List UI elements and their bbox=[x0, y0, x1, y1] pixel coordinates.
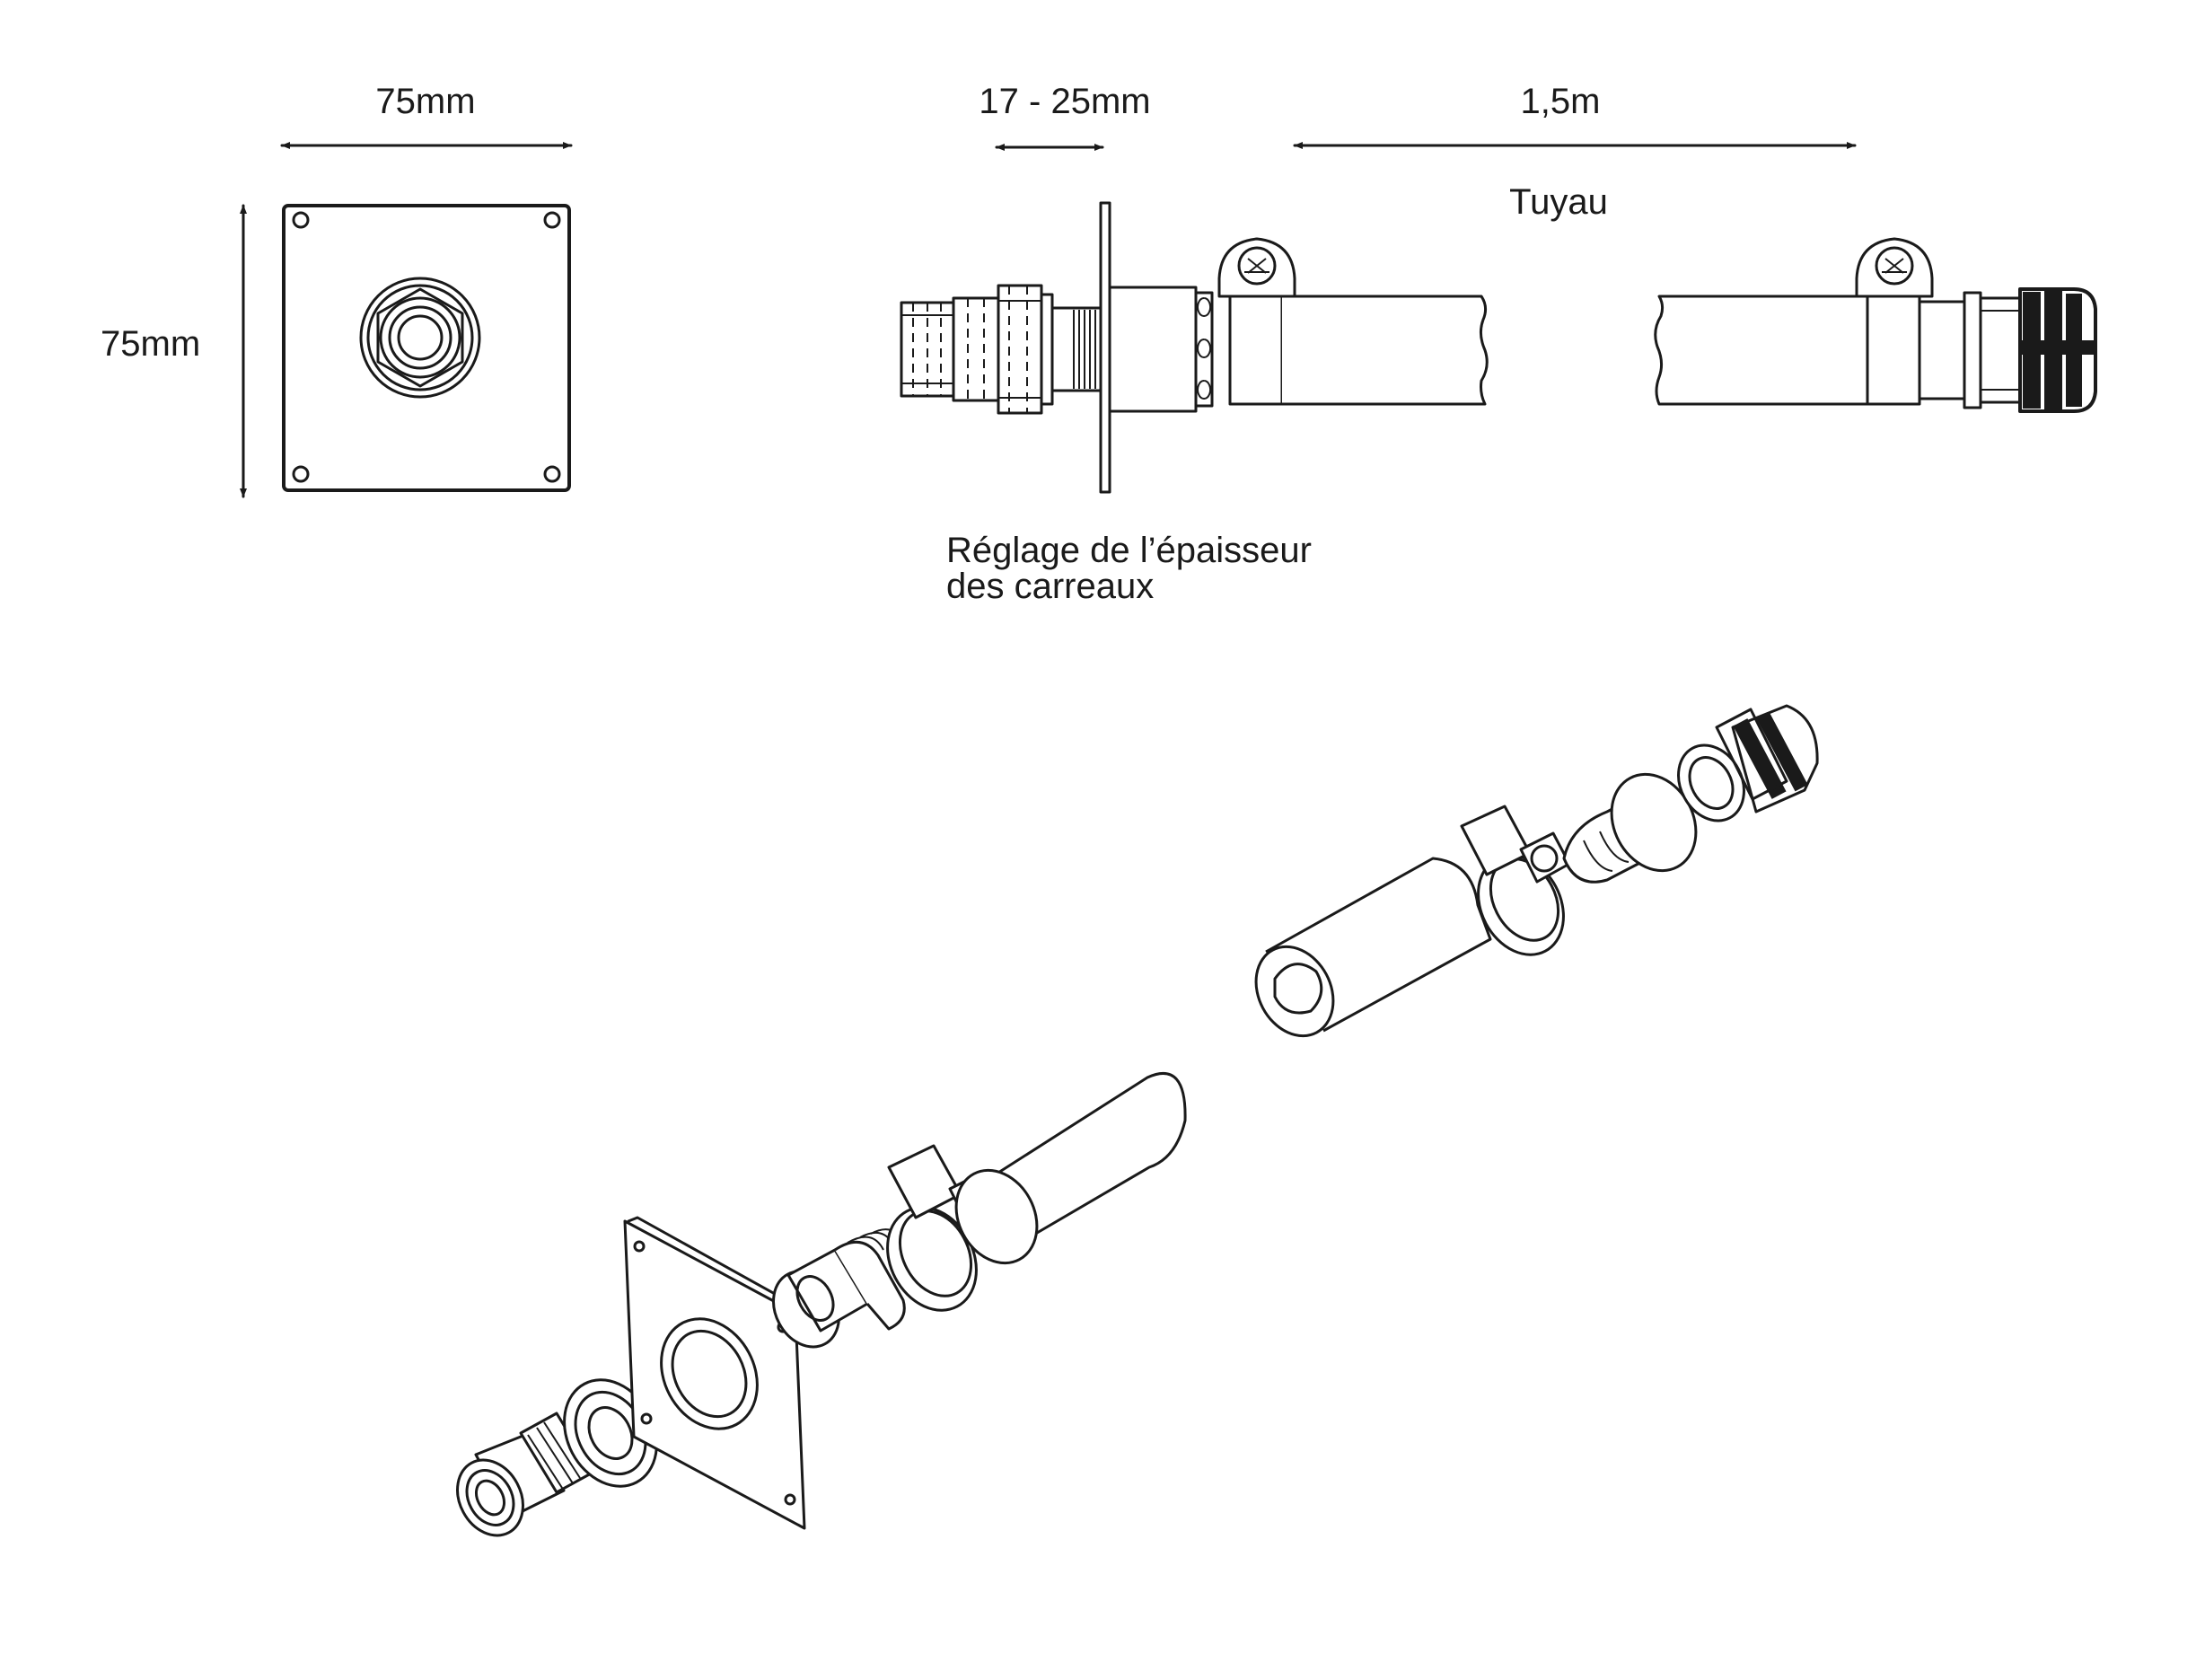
exploded-ribbed-body bbox=[772, 1228, 906, 1349]
adjust-range-dimension: 17 - 25mm bbox=[979, 82, 1151, 151]
exploded-hose-1 bbox=[954, 1072, 1187, 1265]
plate-width-dimension: 75mm bbox=[280, 82, 573, 149]
plate-height-label: 75mm bbox=[101, 324, 200, 364]
pipe-length-dimension: 1,5m Tuyau bbox=[1293, 82, 1857, 222]
exploded-cable-gland bbox=[456, 1412, 594, 1537]
exploded-end-gland bbox=[1677, 704, 1819, 822]
adjust-caption-line1: Réglage de l’épaisseur bbox=[946, 531, 1312, 570]
plate-height-dimension: 75mm bbox=[101, 204, 247, 498]
pipe-length-label: 1,5m bbox=[1521, 82, 1601, 121]
exploded-tile-plate bbox=[623, 1216, 806, 1530]
adjust-caption-line2: des carreaux bbox=[946, 567, 1154, 606]
exploded-hose-2 bbox=[1254, 857, 1492, 1038]
adjust-caption: Réglage de l’épaisseur des carreaux bbox=[946, 531, 1312, 606]
front-view-plate bbox=[282, 204, 571, 492]
side-view-assembly bbox=[900, 201, 2097, 494]
pipe-name-label: Tuyau bbox=[1509, 182, 1608, 222]
exploded-ribbed-body-2 bbox=[1562, 772, 1698, 884]
exploded-view bbox=[456, 704, 1819, 1537]
plate-width-label: 75mm bbox=[375, 82, 475, 121]
adjust-range-label: 17 - 25mm bbox=[979, 82, 1150, 121]
